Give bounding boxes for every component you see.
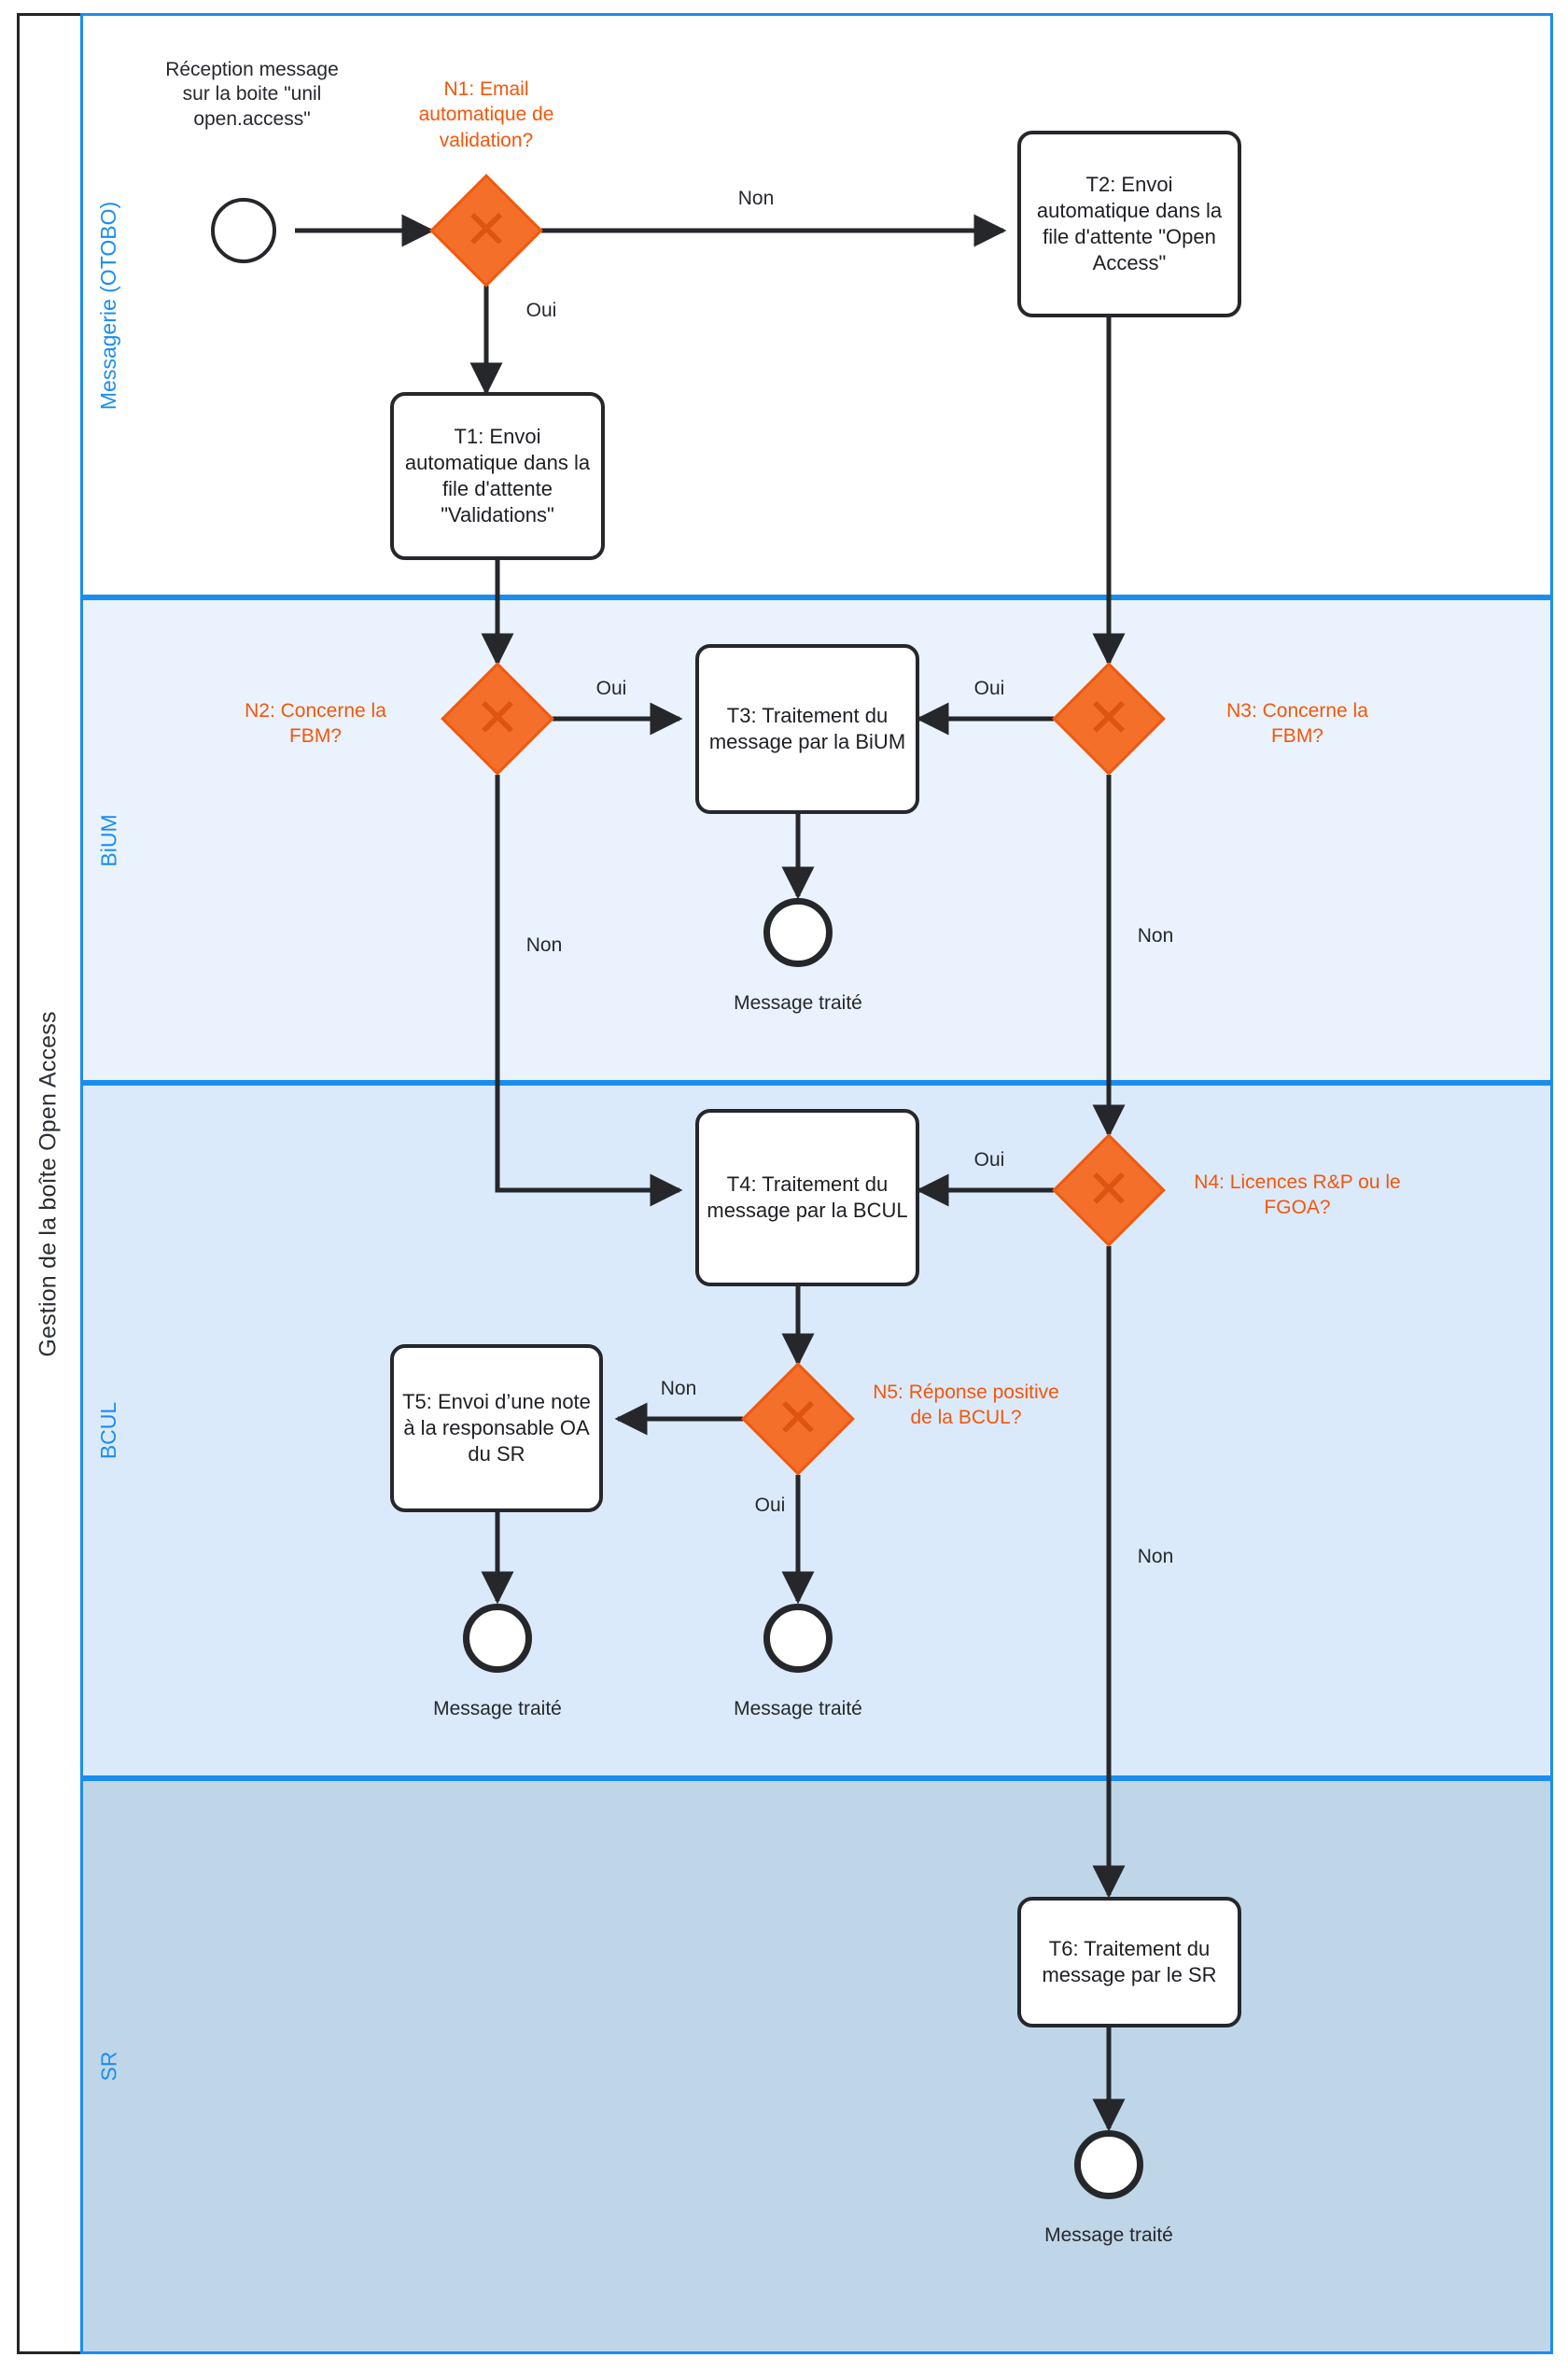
gateway-n5-shape	[741, 1362, 855, 1476]
gateway-n3-shape	[1052, 662, 1166, 776]
gateway-n5-label: N5: Réponse positive de la BCUL?	[873, 1382, 1059, 1429]
gateway-n4-label: N4: Licences R&P ou le FGOA?	[1194, 1171, 1401, 1219]
flow-label-n2-non: Non	[525, 934, 563, 956]
lane-messagerie-label-text: Messagerie (OTOBO)	[96, 201, 121, 410]
task-t1[interactable]: T1: Envoi automatique dans la file d'att…	[390, 392, 605, 560]
lane-bcul-label-text: BCUL	[96, 1401, 121, 1460]
end-event-t3-label: Message traité	[734, 992, 862, 1014]
end-event-t3[interactable]	[763, 898, 833, 967]
flow-label-n5-non: Non	[660, 1378, 697, 1399]
pool-title-label: Gestion de la boîte Open Access	[35, 1010, 62, 1357]
end-event-t5[interactable]	[463, 1604, 532, 1673]
end-event-t5-label: Message traité	[433, 1698, 562, 1719]
gateway-n2-shape	[441, 662, 554, 776]
lane-sr-label-text: SR	[96, 2051, 121, 2082]
gateway-n3-label: N3: Concerne la FBM?	[1226, 700, 1368, 748]
gateway-n4[interactable]: ✕	[1052, 1133, 1166, 1247]
task-t4[interactable]: T4: Traitement du message par la BCUL	[695, 1109, 919, 1286]
lane-sr-label: SR	[83, 1781, 135, 2351]
pool-title: Gestion de la boîte Open Access	[17, 13, 80, 2354]
gateway-n1-label: N1: Email automatique de validation?	[418, 78, 554, 151]
lane-bium-label-text: BiUM	[96, 813, 121, 867]
task-t3[interactable]: T3: Traitement du message par la BiUM	[695, 644, 919, 814]
lane-sr: SR	[80, 1778, 1553, 2354]
end-event-t6[interactable]	[1074, 2130, 1143, 2199]
start-event[interactable]	[211, 198, 276, 263]
gateway-n5[interactable]: ✕	[741, 1362, 855, 1476]
lane-bium-label: BiUM	[83, 600, 135, 1080]
gateway-n2-label: N2: Concerne la FBM?	[245, 700, 386, 748]
gateway-n2[interactable]: ✕	[441, 662, 554, 776]
gateway-n1-shape	[429, 174, 543, 288]
lane-bcul-label: BCUL	[83, 1086, 135, 1775]
lane-messagerie: Messagerie (OTOBO)	[80, 13, 1553, 597]
task-t2[interactable]: T2: Envoi automatique dans la file d'att…	[1017, 131, 1241, 317]
flow-label-n1-non: Non	[737, 188, 775, 209]
task-t6[interactable]: T6: Traitement du message par le SR	[1017, 1897, 1241, 2027]
end-event-n5-oui-label: Message traité	[734, 1698, 862, 1719]
flow-label-n2-oui: Oui	[595, 678, 627, 699]
flow-label-n4-oui: Oui	[973, 1149, 1005, 1171]
gateway-n4-shape	[1052, 1133, 1166, 1247]
task-t5[interactable]: T5: Envoi d’une note à la responsable OA…	[390, 1344, 603, 1512]
flow-label-n3-oui: Oui	[973, 678, 1005, 699]
end-event-t6-label: Message traité	[1044, 2224, 1173, 2246]
flow-label-n5-oui: Oui	[754, 1494, 786, 1516]
gateway-n3[interactable]: ✕	[1052, 662, 1166, 776]
flow-label-n1-oui: Oui	[525, 300, 557, 321]
gateway-n1[interactable]: ✕	[429, 174, 543, 288]
flow-label-n4-non: Non	[1137, 1546, 1174, 1567]
lane-messagerie-label: Messagerie (OTOBO)	[83, 16, 135, 595]
start-event-label: Réception message sur la boite "unil ope…	[165, 59, 339, 130]
end-event-n5-oui[interactable]	[763, 1604, 833, 1673]
flow-label-n3-non: Non	[1137, 925, 1174, 947]
